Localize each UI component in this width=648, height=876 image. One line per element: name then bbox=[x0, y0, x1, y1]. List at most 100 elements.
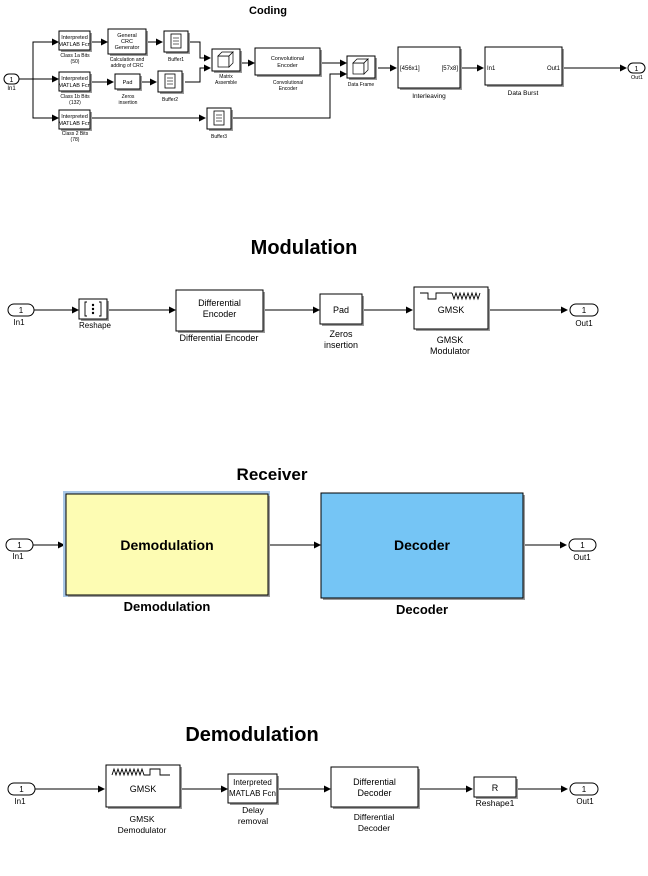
modulation-out-port-label: Out1 bbox=[575, 319, 593, 328]
buffer-caption: Buffer3 bbox=[211, 134, 227, 140]
buffer-caption: Buffer1 bbox=[168, 57, 184, 63]
modulation-out-port-number: 1 bbox=[582, 306, 587, 315]
diff-enc-text: Encoder bbox=[203, 309, 237, 319]
receiver-demodulation-block[interactable]: Demodulation Demodulation bbox=[63, 491, 270, 614]
burst-caption: Data Burst bbox=[508, 90, 539, 97]
fcn-text: Interpreted bbox=[61, 76, 88, 82]
receiver-subsystem: Receiver 1 In1 Demodulation Demodulation… bbox=[5, 465, 597, 617]
coding-out-port[interactable]: 1 Out1 bbox=[627, 62, 646, 81]
demodulation-out-port-label: Out1 bbox=[576, 797, 594, 806]
modulation-reshape-block[interactable]: Reshape bbox=[78, 298, 112, 330]
coding-buffer2-block[interactable]: Buffer2 bbox=[157, 70, 184, 103]
coding-convolutional-encoder-block[interactable]: Convolutional Encoder Convolutional Enco… bbox=[254, 47, 322, 92]
pad-caption: Zeros bbox=[122, 94, 135, 100]
diff-dec-text: Decoder bbox=[357, 788, 391, 798]
coding-in-port[interactable]: 1 In1 bbox=[3, 73, 20, 92]
burst-inport: In1 bbox=[487, 66, 496, 72]
decoder-block-text: Decoder bbox=[394, 537, 451, 553]
fcn-text: MATLAB Fcn bbox=[229, 789, 276, 798]
pad-text: Pad bbox=[333, 305, 349, 315]
coding-fcn-block-1b[interactable]: Interpreted MATLAB Fcn Class 1b Bits (13… bbox=[58, 71, 92, 106]
conv-text: Encoder bbox=[277, 63, 298, 69]
demodulation-gmsk-demodulator-block[interactable]: GMSK GMSK Demodulator bbox=[105, 764, 182, 835]
receiver-out-port-label: Out1 bbox=[573, 553, 591, 562]
interleave-inport: [456x1] bbox=[400, 66, 420, 72]
demodulation-in-port-number: 1 bbox=[19, 785, 24, 794]
coding-wire bbox=[190, 41, 211, 62]
coding-in-port-number: 1 bbox=[10, 77, 14, 84]
gmsk-caption: Modulator bbox=[430, 346, 470, 356]
reshape-text: R bbox=[492, 783, 499, 793]
coding-out-port-number: 1 bbox=[635, 66, 639, 73]
coding-data-frame-block[interactable]: Data Frame bbox=[346, 55, 377, 88]
gmsk-caption: GMSK bbox=[437, 335, 464, 345]
coding-pad-block[interactable]: Pad Zeros insertion bbox=[114, 73, 142, 106]
frame-caption: Data Frame bbox=[348, 82, 375, 88]
matrix-caption: Assemble bbox=[215, 80, 237, 86]
burst-outport: Out1 bbox=[547, 66, 561, 72]
receiver-out-port[interactable]: 1 Out1 bbox=[568, 538, 597, 562]
fcn-caption: (78) bbox=[71, 137, 80, 143]
demodulation-subsystem: Demodulation 1 In1 GMSK GMSK Demodulator… bbox=[7, 724, 599, 835]
coding-buffer3-block[interactable]: Buffer3 bbox=[206, 107, 233, 140]
conv-text: Convolutional bbox=[271, 56, 304, 62]
crc-caption: Calculation and bbox=[110, 57, 145, 63]
crc-text: Generator bbox=[115, 45, 140, 51]
coding-title: Coding bbox=[249, 5, 287, 17]
conv-caption: Convolutional bbox=[273, 80, 303, 86]
buffer-icon bbox=[213, 110, 225, 126]
demodulation-out-port[interactable]: 1 Out1 bbox=[569, 782, 599, 806]
modulation-pad-block[interactable]: Pad Zeros insertion bbox=[319, 293, 364, 350]
coding-data-burst-block[interactable]: In1 Out1 Data Burst bbox=[484, 46, 564, 97]
receiver-decoder-block[interactable]: Decoder Decoder bbox=[320, 492, 525, 617]
pad-caption: Zeros bbox=[329, 329, 353, 339]
receiver-in-port-label: In1 bbox=[12, 552, 24, 561]
interleave-caption: Interleaving bbox=[412, 93, 446, 100]
demod-block-text: Demodulation bbox=[120, 537, 213, 553]
crc-text: CRC bbox=[121, 39, 133, 45]
demodulation-in-port[interactable]: 1 In1 bbox=[7, 782, 36, 806]
coding-out-port-label: Out1 bbox=[631, 75, 643, 81]
fcn-text: Interpreted bbox=[61, 35, 88, 41]
fcn-text: MATLAB Fcn bbox=[58, 121, 90, 127]
coding-wire bbox=[232, 70, 347, 119]
coding-matrix-assemble-block[interactable]: Matrix Assemble bbox=[211, 48, 242, 86]
coding-interleaving-block[interactable]: [456x1] [57x8] Interleaving bbox=[397, 46, 462, 100]
modulation-in-port[interactable]: 1 In1 bbox=[7, 303, 35, 327]
coding-wire bbox=[185, 64, 211, 83]
demodulation-delay-fcn-block[interactable]: Interpreted MATLAB Fcn Delay removal bbox=[227, 773, 279, 826]
receiver-in-port-number: 1 bbox=[17, 541, 22, 550]
demodulation-differential-decoder-block[interactable]: Differential Decoder Differential Decode… bbox=[330, 766, 420, 833]
receiver-in-port[interactable]: 1 In1 bbox=[5, 538, 34, 561]
decoder-block-caption: Decoder bbox=[396, 602, 448, 617]
fcn-caption: Delay bbox=[242, 805, 264, 815]
modulation-differential-encoder-block[interactable]: Differential Encoder Differential Encode… bbox=[175, 289, 265, 343]
coding-wire bbox=[32, 38, 59, 79]
gmsk-waveform-icon bbox=[420, 291, 481, 301]
fcn-text: MATLAB Fcn bbox=[58, 83, 90, 89]
modulation-gmsk-modulator-block[interactable]: GMSK GMSK Modulator bbox=[413, 286, 490, 356]
demodulation-in-port-label: In1 bbox=[14, 797, 26, 806]
crc-text: General bbox=[117, 33, 137, 39]
fcn-text: Interpreted bbox=[61, 114, 88, 120]
buffer-caption: Buffer2 bbox=[162, 97, 178, 103]
coding-fcn-block-1a[interactable]: Interpreted MATLAB Fcn Class 1a Bits (50… bbox=[58, 30, 92, 65]
diff-enc-caption: Differential Encoder bbox=[180, 333, 259, 343]
matrix-caption: Matrix bbox=[219, 74, 233, 80]
gmsk-caption: GMSK bbox=[129, 814, 154, 824]
fcn-caption: Class 2 Bits bbox=[62, 131, 89, 137]
gmsk-text: GMSK bbox=[438, 305, 465, 315]
fcn-caption: (132) bbox=[69, 100, 81, 106]
coding-in-port-label: In1 bbox=[7, 86, 16, 92]
pad-caption: insertion bbox=[119, 100, 138, 106]
coding-fcn-block-2[interactable]: Interpreted MATLAB Fcn Class 2 Bits (78) bbox=[58, 109, 92, 143]
coding-wire bbox=[32, 79, 59, 122]
demodulation-reshape1-block[interactable]: R Reshape1 bbox=[473, 776, 518, 808]
conv-caption: Encoder bbox=[279, 86, 298, 92]
pad-caption: insertion bbox=[324, 340, 358, 350]
pad-text: Pad bbox=[123, 80, 133, 86]
modulation-out-port[interactable]: 1 Out1 bbox=[569, 303, 599, 328]
coding-buffer1-block[interactable]: Buffer1 bbox=[163, 30, 190, 63]
coding-crc-generator-block[interactable]: General CRC Generator Calculation and ad… bbox=[107, 28, 148, 69]
